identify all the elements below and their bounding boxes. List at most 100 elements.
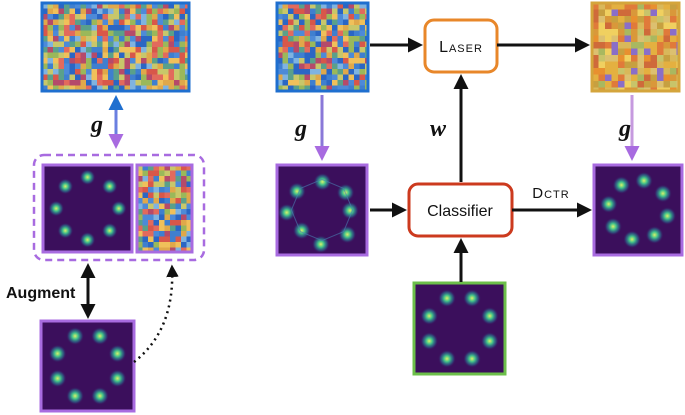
noise-pixel: [91, 47, 97, 53]
noise-pixel: [152, 85, 158, 91]
noise-pixel: [293, 36, 299, 42]
noise-pixel: [293, 19, 299, 25]
noise-pixel: [47, 30, 53, 36]
noise-pixel: [288, 19, 294, 25]
ring-connector: [290, 178, 354, 242]
noise-pixel: [142, 181, 148, 187]
g-label-right: g: [618, 116, 631, 142]
noise-pixel: [343, 30, 349, 36]
noise-pixel: [58, 74, 64, 80]
noise-pixel: [624, 16, 631, 23]
noise-pixel: [108, 52, 114, 58]
noise-pixel: [354, 3, 360, 9]
noise-pixel: [321, 63, 327, 69]
noise-pixel: [343, 36, 349, 42]
noise-pixel: [592, 74, 599, 81]
noise-pixel: [282, 14, 288, 20]
noise-pixel: [637, 61, 644, 68]
noise-pixel: [644, 42, 651, 49]
noise-pixel: [343, 52, 349, 58]
noise-pixel: [119, 63, 125, 69]
noise-pixel: [637, 16, 644, 23]
noise-pixel: [64, 19, 70, 25]
noise-pixel: [310, 69, 316, 75]
noise-pixel: [170, 236, 176, 242]
noise-pixel: [47, 52, 53, 58]
noise-pixel: [142, 176, 148, 182]
noise-pixel: [148, 176, 154, 182]
noise-pixel: [299, 63, 305, 69]
noise-pixel: [644, 87, 651, 91]
noise-pixel: [146, 63, 152, 69]
noise-pixel: [299, 85, 305, 91]
noise-pixel: [164, 165, 170, 171]
noise-pixel: [153, 187, 159, 193]
noise-pixel: [637, 81, 644, 88]
panel-border: [275, 163, 369, 257]
noise-pixel: [332, 8, 338, 14]
noise-pixel: [174, 74, 180, 80]
noise-pixel: [146, 69, 152, 75]
noise-pixel: [148, 247, 154, 252]
noise-pixel: [293, 85, 299, 91]
noise-pixel: [75, 63, 81, 69]
noise-pixel: [137, 170, 143, 176]
noise-pixel: [359, 8, 365, 14]
noise-pixel: [337, 74, 343, 80]
noise-pixel: [152, 19, 158, 25]
noise-pixel: [663, 55, 670, 62]
noise-pixel: [113, 63, 119, 69]
noise-pixel: [113, 19, 119, 25]
noise-pixel: [354, 74, 360, 80]
gaussian-blob: [108, 344, 127, 363]
noise-pixel: [42, 8, 48, 14]
noise-pixel: [598, 9, 605, 16]
noise-pixel: [75, 85, 81, 91]
noise-pixel: [113, 58, 119, 64]
noise-pixel: [277, 25, 283, 31]
noise-pixel: [181, 187, 187, 193]
noise-pixel: [163, 14, 169, 20]
noise-pixel: [592, 22, 599, 29]
noise-pixel: [310, 25, 316, 31]
noise-pixel: [153, 220, 159, 226]
noise-pixel: [624, 3, 631, 10]
noise-pixel: [64, 30, 70, 36]
noise-pixel: [137, 225, 143, 231]
noise-pixel: [304, 19, 310, 25]
noise-pixel: [91, 85, 97, 91]
noise-pixel: [124, 74, 130, 80]
noise-pixel: [164, 225, 170, 231]
noise-pixel: [80, 47, 86, 53]
noise-pixel: [650, 81, 657, 88]
noise-pixel: [277, 85, 283, 91]
noise-pixel: [288, 14, 294, 20]
noise-pixel: [282, 36, 288, 42]
noise-pixel: [631, 42, 638, 49]
noise-pixel: [108, 3, 114, 9]
noise-pixel: [97, 74, 103, 80]
noise-pixel: [282, 8, 288, 14]
noise-pixel: [618, 35, 625, 42]
noise-pixel: [624, 22, 631, 29]
noise-pixel: [343, 14, 349, 20]
noise-pixel: [359, 63, 365, 69]
noise-pixel: [97, 80, 103, 86]
noise-pixel: [152, 3, 158, 9]
noise-pixel: [91, 69, 97, 75]
noise-pixel: [657, 3, 664, 10]
panel-border: [275, 1, 370, 93]
noise-pixel: [75, 74, 81, 80]
noise-pixel: [618, 68, 625, 75]
noise-pixel: [293, 8, 299, 14]
noise-pixel: [163, 58, 169, 64]
noise-pixel: [69, 58, 75, 64]
noise-pixel: [108, 30, 114, 36]
noise-pixel: [170, 203, 176, 209]
noise-pixel: [315, 36, 321, 42]
noise-pixel: [135, 80, 141, 86]
noise-pixel: [47, 3, 53, 9]
noise-pixel: [611, 9, 618, 16]
noise-pixel: [91, 63, 97, 69]
noise-pixel: [598, 68, 605, 75]
